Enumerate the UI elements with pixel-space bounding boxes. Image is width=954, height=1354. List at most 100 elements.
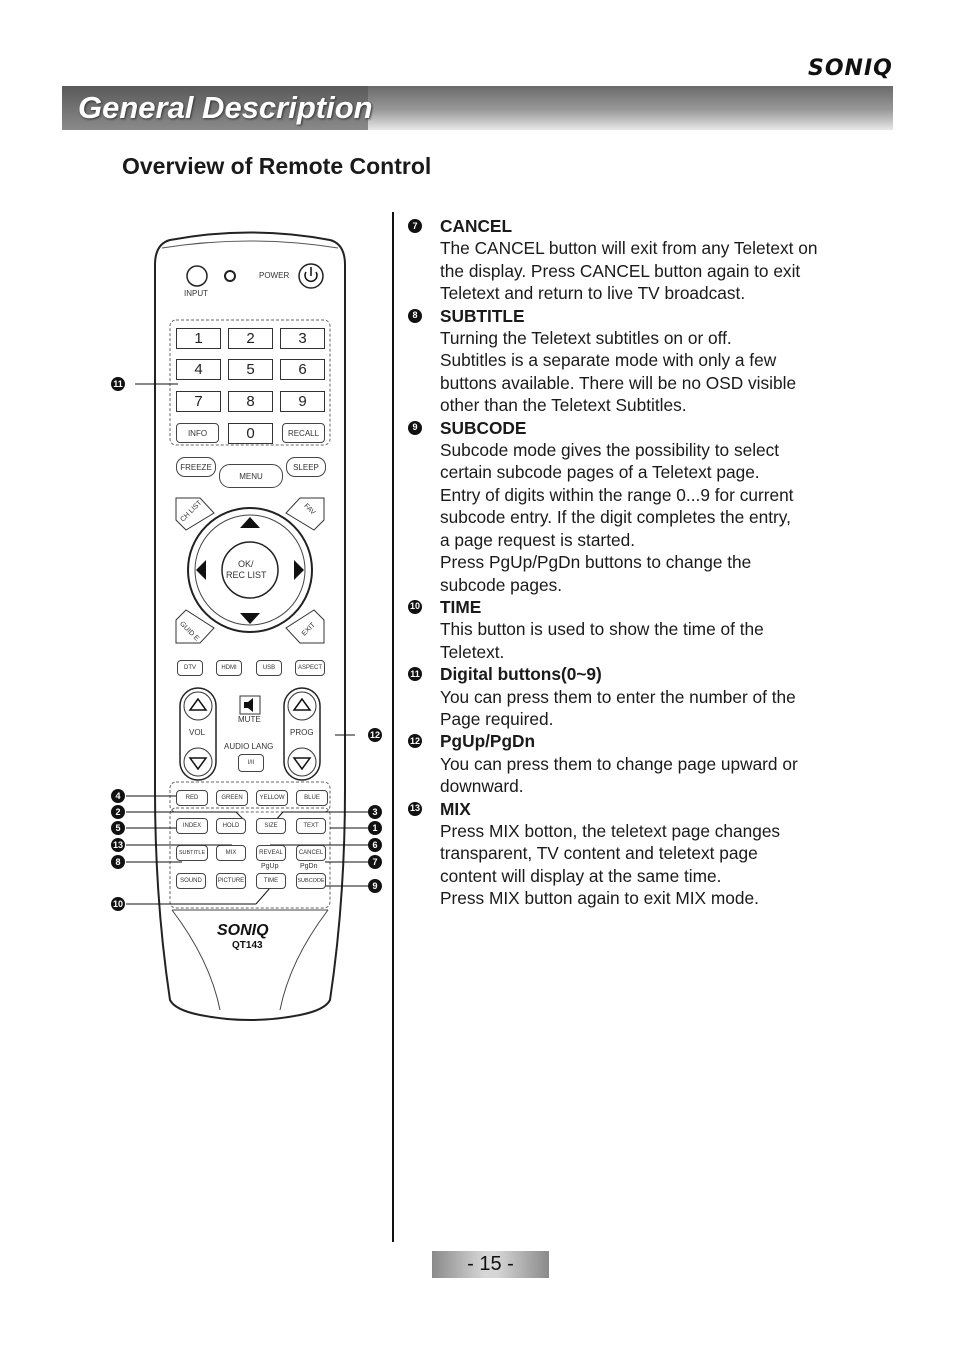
item-time: 10 TIME This button is used to show the … <box>408 596 848 663</box>
digit-6-button[interactable]: 6 <box>280 359 325 380</box>
item-line: The CANCEL button will exit from any Tel… <box>440 238 818 259</box>
hdmi-button[interactable]: HDMI <box>216 660 242 676</box>
item-subtitle: 8 SUBTITLE Turning the Teletext subtitle… <box>408 305 848 417</box>
callout-5: 5 <box>111 821 125 835</box>
item-line: buttons available. There will be no OSD … <box>440 372 797 393</box>
digit-1-button[interactable]: 1 <box>176 328 221 349</box>
digit-9-button[interactable]: 9 <box>280 391 325 412</box>
item-line: Press PgUp/PgDn buttons to change the <box>440 552 752 573</box>
rec-list-label: REC LIST <box>226 570 267 580</box>
callout-10: 10 <box>111 897 125 911</box>
remote-model: QT143 <box>232 940 263 951</box>
item-cancel: 7 CANCEL The CANCEL button will exit fro… <box>408 215 848 305</box>
item-line: the display. Press CANCEL button again t… <box>440 260 801 281</box>
item-line: Entry of digits within the range 0...9 f… <box>440 484 794 505</box>
item-title: TIME <box>440 596 482 617</box>
blue-button[interactable]: BLUE <box>296 790 328 806</box>
item-line: other than the Teletext Subtitles. <box>440 395 687 416</box>
callout-9: 9 <box>368 879 382 893</box>
time-button[interactable]: TIME <box>256 873 286 889</box>
item-line: Page required. <box>440 708 554 729</box>
digit-8-button[interactable]: 8 <box>228 391 273 412</box>
callout-6: 6 <box>368 838 382 852</box>
item-line: subcode entry. If the digit completes th… <box>440 507 791 528</box>
page-subtitle: Overview of Remote Control <box>122 153 432 179</box>
item-line: a page request is started. <box>440 529 636 550</box>
subcode-button[interactable]: SUBCODE <box>296 873 326 889</box>
digit-4-button[interactable]: 4 <box>176 359 221 380</box>
item-line: Turning the Teletext subtitles on or off… <box>440 328 732 349</box>
yellow-button[interactable]: YELLOW <box>256 790 288 806</box>
item-line: certain subcode pages of a Teletext page… <box>440 462 760 483</box>
reveal-button[interactable]: REVEAL <box>256 845 286 861</box>
digit-3-button[interactable]: 3 <box>280 328 325 349</box>
section-title: General Description <box>78 90 373 125</box>
item-title: SUBCODE <box>440 417 527 438</box>
digit-7-button[interactable]: 7 <box>176 391 221 412</box>
sleep-button[interactable]: SLEEP <box>286 457 326 477</box>
sound-button[interactable]: SOUND <box>176 873 206 889</box>
pgup-label: PgUp <box>261 863 279 870</box>
freeze-button[interactable]: FREEZE <box>176 457 216 477</box>
digit-2-button[interactable]: 2 <box>228 328 273 349</box>
digit-5-button[interactable]: 5 <box>228 359 273 380</box>
callout-11: 11 <box>111 377 125 391</box>
audio-lang-button[interactable]: I/II <box>238 754 264 772</box>
input-label: INPUT <box>184 289 208 298</box>
item-number: 7 <box>408 219 422 233</box>
cancel-button[interactable]: CANCEL <box>296 845 326 861</box>
ok-label: OK/ <box>238 559 254 569</box>
item-number: 12 <box>408 734 422 749</box>
item-line: downward. <box>440 776 524 797</box>
item-line: This button is used to show the time of … <box>440 619 764 640</box>
usb-button[interactable]: USB <box>256 660 282 676</box>
mute-label: MUTE <box>238 715 261 724</box>
red-button[interactable]: RED <box>176 790 208 806</box>
item-number: 10 <box>408 599 422 614</box>
size-button[interactable]: SIZE <box>256 818 286 834</box>
dtv-button[interactable]: DTV <box>177 660 203 676</box>
page-number: - 15 - <box>432 1251 549 1278</box>
recall-button[interactable]: RECALL <box>282 423 325 443</box>
mix-button[interactable]: MIX <box>216 845 246 861</box>
callout-8: 8 <box>111 855 125 869</box>
hold-button[interactable]: HOLD <box>216 818 246 834</box>
item-line: content will display at the same time. <box>440 865 722 886</box>
item-number: 8 <box>408 308 422 323</box>
item-line: Press MIX botton, the teletext page chan… <box>440 820 781 841</box>
item-title: MIX <box>440 798 471 819</box>
ok-button <box>221 541 279 599</box>
item-number: 13 <box>408 801 422 816</box>
menu-button[interactable]: MENU <box>219 464 283 488</box>
green-button[interactable]: GREEN <box>216 790 248 806</box>
item-title: PgUp/PgDn <box>440 731 536 752</box>
picture-button[interactable]: PICTURE <box>216 873 246 889</box>
callout-4: 4 <box>111 789 125 803</box>
item-line: transparent, TV content and teletext pag… <box>440 843 758 864</box>
remote-logo: SONIQ <box>217 922 269 939</box>
subtitle-button[interactable]: SUBTITLE <box>176 845 208 861</box>
item-mix: 13 MIX Press MIX botton, the teletext pa… <box>408 798 848 910</box>
index-button[interactable]: INDEX <box>176 818 208 834</box>
section-title-box: General Description <box>62 86 373 130</box>
callout-3: 3 <box>368 805 382 819</box>
vol-label: VOL <box>189 728 206 737</box>
item-subcode: 9 SUBCODE Subcode mode gives the possibi… <box>408 417 848 596</box>
callout-1: 1 <box>368 821 382 835</box>
item-number: 9 <box>408 420 422 435</box>
column-divider <box>392 212 394 1242</box>
up-arrow-icon <box>240 517 260 528</box>
item-pgup-pgdn: 12 PgUp/PgDn You can press them to chang… <box>408 730 848 797</box>
item-line: Teletext. <box>440 641 505 662</box>
down-arrow-icon <box>240 613 260 624</box>
digit-0-button[interactable]: 0 <box>228 423 273 444</box>
item-line: Teletext and return to live TV broadcast… <box>440 283 746 304</box>
item-line: Subtitles is a separate mode with only a… <box>440 350 777 371</box>
description-list: 7 CANCEL The CANCEL button will exit fro… <box>408 215 848 910</box>
left-arrow-icon <box>196 560 206 580</box>
info-button[interactable]: INFO <box>176 423 219 443</box>
aspect-button[interactable]: ASPECT <box>295 660 325 676</box>
text-button[interactable]: TEXT <box>296 818 326 834</box>
item-digital-buttons: 11 Digital buttons(0~9) You can press th… <box>408 663 848 730</box>
